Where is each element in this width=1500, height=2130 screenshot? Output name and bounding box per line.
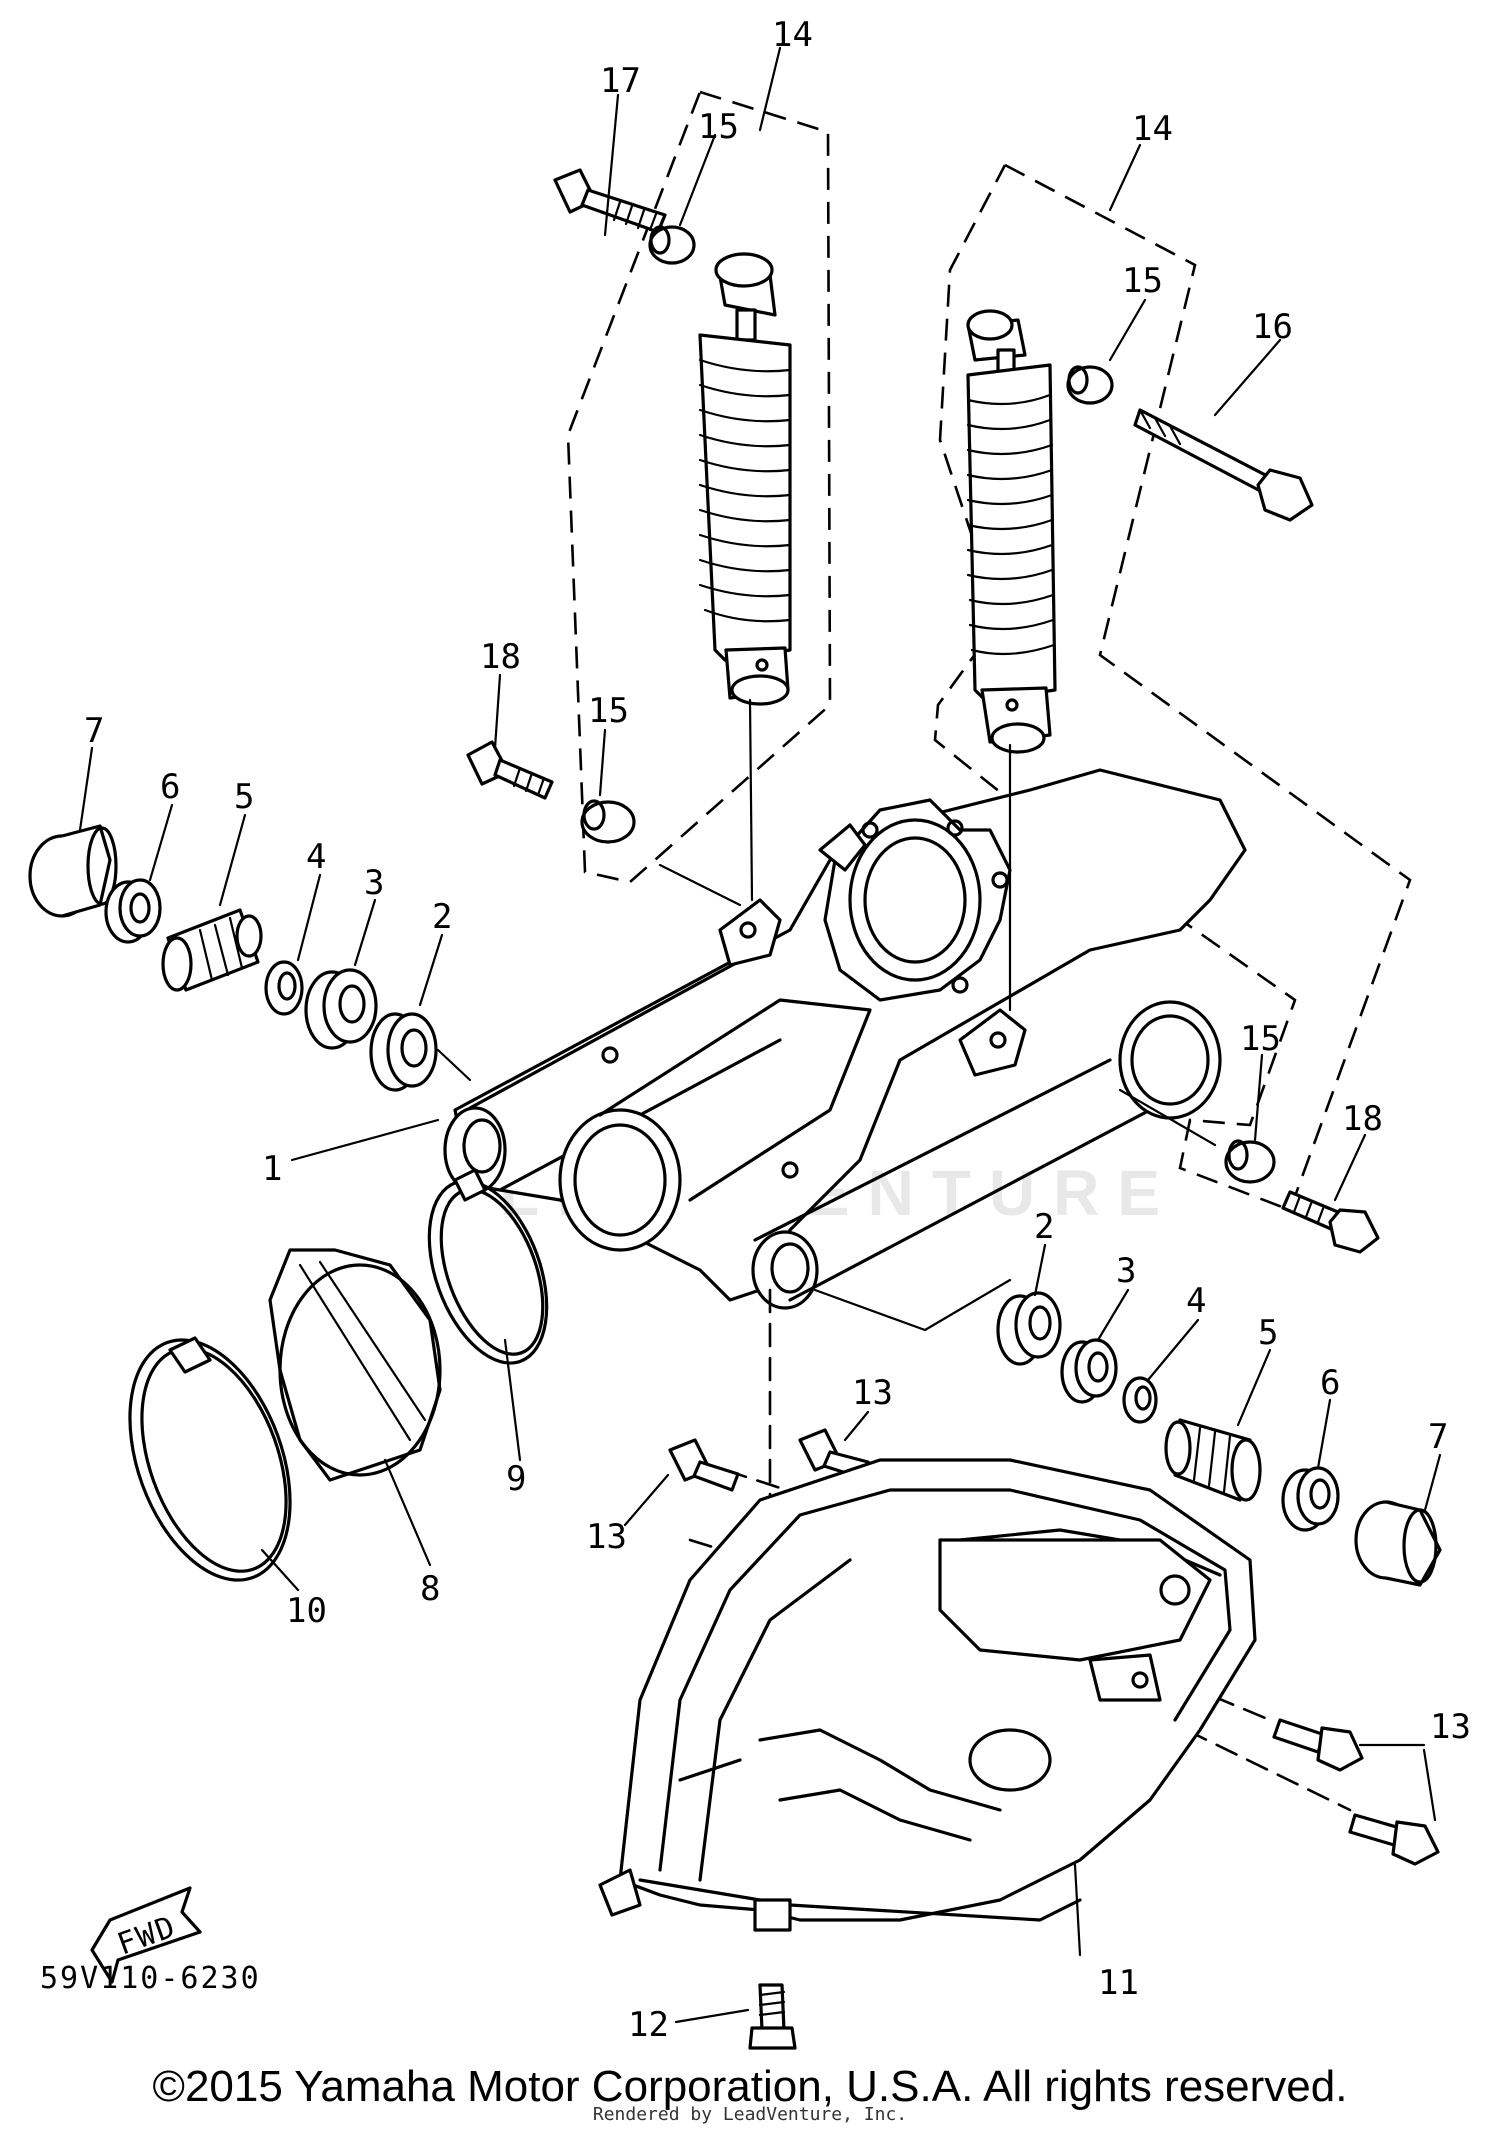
bolt-13-c (1272, 1718, 1364, 1772)
callout-15-a: 15 (698, 107, 739, 147)
diagram-code: 59V110-6230 (40, 1961, 261, 1996)
bushing-15-mid-right (1224, 1139, 1276, 1184)
callout-5-left: 5 (234, 777, 254, 817)
shock-absorber-left (698, 252, 792, 706)
callout-labels: 14 17 15 14 15 16 18 15 7 6 5 4 3 2 1 15… (84, 15, 1471, 2045)
bearing-2-left (369, 1012, 438, 1092)
callout-5-right: 5 (1258, 1313, 1278, 1353)
clamp-9 (427, 1168, 549, 1365)
callout-4-right: 4 (1186, 1281, 1206, 1321)
bolt-17 (553, 168, 667, 234)
callout-6-right: 6 (1320, 1363, 1340, 1403)
callout-14-left: 14 (772, 15, 813, 55)
bolt-18-right (1281, 1190, 1380, 1254)
bolt-16 (1133, 408, 1314, 522)
callout-7-left: 7 (84, 711, 104, 751)
callout-14-right: 14 (1132, 109, 1173, 149)
copyright-notice: ©2015 Yamaha Motor Corporation, U.S.A. A… (152, 2062, 1348, 2111)
callout-11: 11 (1098, 1963, 1139, 2003)
bolt-12 (748, 1983, 797, 2050)
callout-17: 17 (600, 61, 641, 101)
callout-3-right: 3 (1116, 1251, 1136, 1291)
callout-13-b: 13 (586, 1517, 627, 1557)
callout-18-left: 18 (480, 637, 521, 677)
callout-8: 8 (420, 1569, 440, 1609)
bushing-15-mid-left (580, 799, 636, 844)
bearing-3-left (304, 968, 378, 1050)
cap-7-right (1354, 1500, 1442, 1587)
boot-8 (268, 1248, 442, 1482)
callout-13-a: 13 (852, 1373, 893, 1413)
callout-3-left: 3 (364, 863, 384, 903)
callout-2-left: 2 (432, 897, 452, 937)
shock-absorber-right (966, 309, 1057, 754)
shaft-5-right (1164, 1418, 1262, 1502)
washer-4-right (1122, 1376, 1158, 1424)
callout-15-b: 15 (1122, 261, 1163, 301)
callout-15-d: 15 (1240, 1019, 1281, 1059)
callout-7-right: 7 (1428, 1417, 1448, 1457)
bolt-13-a (668, 1438, 740, 1492)
washer-4-left (264, 960, 304, 1016)
clamp-10 (128, 1336, 292, 1582)
callout-2-right: 2 (1034, 1207, 1054, 1247)
callout-13-c: 13 (1430, 1707, 1471, 1747)
callout-9: 9 (506, 1459, 526, 1499)
shaft-5-left (161, 908, 263, 992)
oil-seal-6-right (1281, 1466, 1340, 1532)
cap-7-left (28, 824, 118, 918)
rendered-by-credit: Rendered by LeadVenture, Inc. (592, 2104, 908, 2125)
callout-12: 12 (628, 2005, 669, 2045)
guard-11 (598, 1458, 1257, 1932)
bolt-13-d (1348, 1813, 1440, 1866)
callout-6-left: 6 (160, 767, 180, 807)
bushing-15-top-left (648, 225, 696, 265)
leader-lines (78, 46, 1442, 2024)
oil-seal-6-left (104, 878, 162, 944)
callout-18-right: 18 (1342, 1099, 1383, 1139)
bushing-15-top-right (1066, 365, 1114, 405)
bolt-18-left (466, 740, 554, 800)
callout-1: 1 (262, 1149, 282, 1189)
bearing-2-right (996, 1291, 1062, 1366)
bearing-3-right (1060, 1338, 1118, 1404)
callout-4-left: 4 (306, 837, 326, 877)
swingarm-1 (443, 768, 1247, 1310)
callout-10: 10 (286, 1591, 327, 1631)
callout-16: 16 (1252, 307, 1293, 347)
callout-15-c: 15 (588, 691, 629, 731)
